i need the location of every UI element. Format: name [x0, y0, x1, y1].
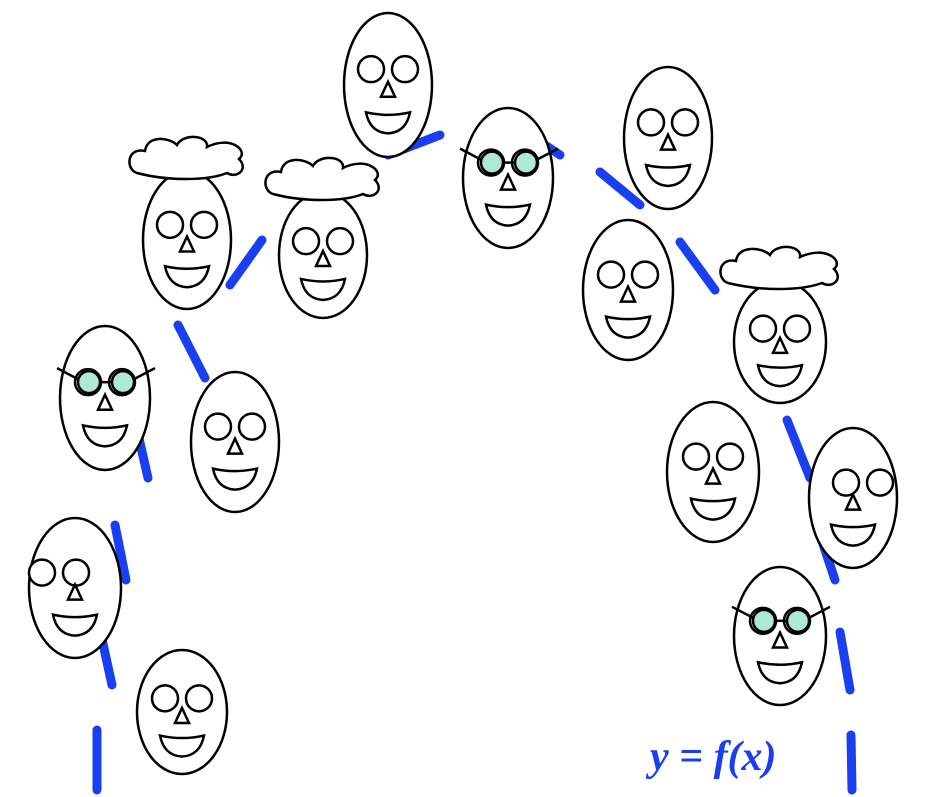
right-eye: [237, 412, 267, 441]
left-eye: [27, 558, 57, 587]
hair-icon: [264, 156, 380, 202]
nose: [771, 629, 789, 649]
right-eye: [390, 54, 420, 84]
glasses-temple-right: [808, 605, 831, 619]
face-13: [135, 648, 229, 776]
face-9: [264, 156, 380, 320]
nose: [178, 233, 196, 253]
right-eye: [670, 108, 700, 137]
curve-dash-3: [110, 520, 131, 585]
left-eye: [748, 314, 778, 343]
hair-icon: [128, 135, 244, 181]
face-11: [807, 426, 899, 570]
mouth: [484, 202, 532, 227]
left-eye: [831, 468, 861, 497]
right-eye: [325, 226, 355, 256]
face-2: [459, 106, 559, 250]
equation-label: y = f(x): [650, 734, 777, 780]
right-eye: [184, 684, 214, 713]
mouth: [689, 496, 737, 521]
nose: [226, 435, 244, 455]
curve-dash-11: [782, 415, 815, 483]
left-eye: [291, 226, 321, 256]
curve-dash-5: [173, 320, 210, 383]
nose: [314, 248, 332, 268]
face-8: [581, 218, 675, 362]
curve-dash-10: [675, 237, 720, 295]
left-eye: [636, 108, 666, 137]
nose: [379, 78, 397, 99]
right-eye: [189, 210, 219, 240]
face-3: [622, 65, 714, 211]
left-eye: [155, 210, 185, 240]
right-eye: [782, 314, 812, 343]
glasses-lens-left: [751, 608, 777, 634]
mouth: [299, 277, 347, 302]
curve-dash-6: [225, 235, 267, 290]
face-10: [665, 400, 761, 544]
mouth: [211, 466, 259, 491]
face-6: [189, 370, 281, 514]
glasses-icon: [459, 147, 559, 175]
left-eye: [681, 442, 711, 471]
face-12: [719, 245, 839, 405]
right-eye: [61, 558, 91, 587]
mouth: [158, 733, 206, 758]
right-eye: [865, 468, 895, 497]
left-eye: [150, 684, 180, 713]
mouth: [644, 163, 692, 188]
mouth: [81, 423, 129, 448]
left-eye: [356, 54, 386, 84]
glasses-icon: [56, 367, 156, 395]
face-14: [731, 565, 831, 707]
curve-dash-9: [595, 167, 645, 210]
mouth: [829, 522, 877, 547]
mouth: [756, 660, 804, 685]
nose: [619, 283, 637, 303]
left-eye: [203, 412, 233, 441]
glasses-temple-right: [536, 147, 559, 161]
face-4: [128, 135, 244, 311]
faces-group: [27, 11, 899, 776]
mouth: [51, 612, 99, 637]
nose: [659, 131, 677, 151]
glasses-lens-left: [76, 369, 102, 395]
nose: [771, 334, 789, 355]
glasses-icon: [731, 605, 831, 634]
mouth: [163, 264, 211, 289]
mouth: [604, 314, 652, 339]
left-eye: [596, 260, 626, 289]
curve-dash-13: [835, 627, 855, 695]
nose: [96, 391, 114, 412]
glasses-lens-right: [110, 369, 136, 395]
glasses-lens-right: [513, 150, 539, 175]
glasses-temple-right: [133, 367, 156, 381]
right-eye: [630, 260, 660, 289]
face-5: [56, 324, 156, 472]
nose: [844, 491, 862, 511]
nose: [704, 465, 722, 485]
mouth: [756, 363, 804, 388]
nose: [66, 581, 84, 601]
face-1: [342, 11, 434, 159]
hair-icon: [719, 245, 839, 291]
glasses-temple-left: [459, 147, 482, 161]
curve-dash-14: [846, 730, 857, 795]
nose: [173, 705, 191, 725]
face-7: [27, 516, 123, 660]
glasses-lens-left: [479, 150, 505, 175]
glasses-temple-left: [731, 605, 754, 619]
glasses-lens-right: [785, 608, 811, 634]
right-eye: [715, 442, 745, 471]
glasses-temple-left: [56, 367, 79, 381]
mouth: [364, 110, 412, 135]
nose: [499, 171, 517, 191]
